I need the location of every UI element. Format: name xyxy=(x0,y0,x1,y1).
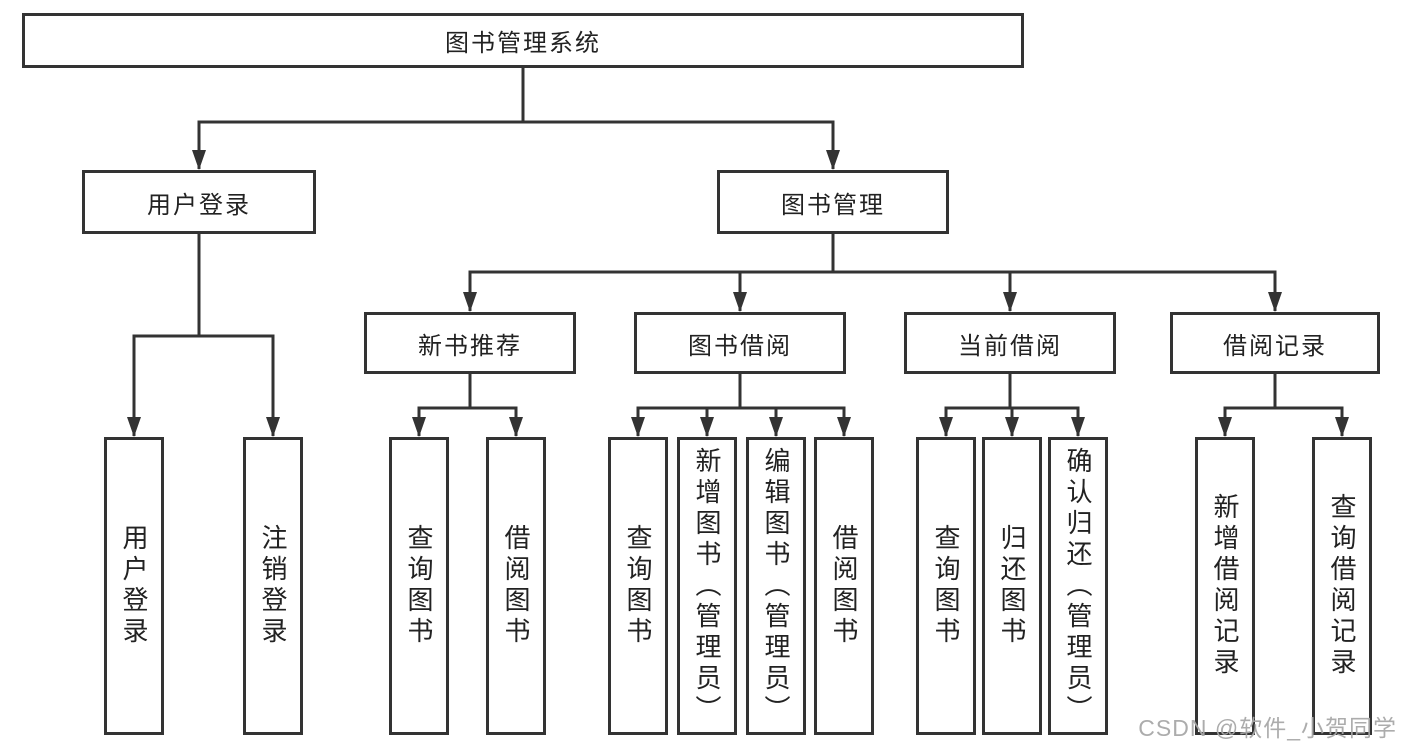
leaf-return-book: 归还图书 xyxy=(982,437,1042,735)
leaf-search-borrow-record: 查询借阅记录 xyxy=(1312,437,1372,735)
leaf-add-book-admin: 新增图书（管理员） xyxy=(677,437,737,735)
node-user-login: 用户登录 xyxy=(82,170,316,234)
node-current-borrow-label: 当前借阅 xyxy=(958,332,1062,360)
leaf-search-books-3: 查询图书 xyxy=(916,437,976,735)
node-root-label: 图书管理系统 xyxy=(445,30,601,57)
node-borrow-records-label: 借阅记录 xyxy=(1223,332,1327,360)
leaf-edit-book-admin: 编辑图书（管理员） xyxy=(746,437,806,735)
node-book-management-label: 图书管理 xyxy=(781,191,885,219)
node-current-borrow: 当前借阅 xyxy=(904,312,1116,374)
node-root: 图书管理系统 xyxy=(22,13,1024,68)
leaf-add-borrow-record: 新增借阅记录 xyxy=(1195,437,1255,735)
leaf-search-books-1: 查询图书 xyxy=(389,437,449,735)
leaf-borrow-books-2: 借阅图书 xyxy=(814,437,874,735)
leaf-confirm-return-admin: 确认归还（管理员） xyxy=(1048,437,1108,735)
leaf-logout: 注销登录 xyxy=(243,437,303,735)
leaf-borrow-books-1: 借阅图书 xyxy=(486,437,546,735)
node-new-book-recommend-label: 新书推荐 xyxy=(418,332,522,360)
leaf-search-books-2: 查询图书 xyxy=(608,437,668,735)
node-borrow-records: 借阅记录 xyxy=(1170,312,1380,374)
leaf-user-login: 用户登录 xyxy=(104,437,164,735)
node-book-borrow: 图书借阅 xyxy=(634,312,846,374)
csdn-watermark: CSDN @软件_小贺同学 xyxy=(1138,715,1397,741)
node-user-login-label: 用户登录 xyxy=(147,191,251,219)
node-book-management: 图书管理 xyxy=(717,170,949,234)
node-book-borrow-label: 图书借阅 xyxy=(688,332,792,360)
node-new-book-recommend: 新书推荐 xyxy=(364,312,576,374)
